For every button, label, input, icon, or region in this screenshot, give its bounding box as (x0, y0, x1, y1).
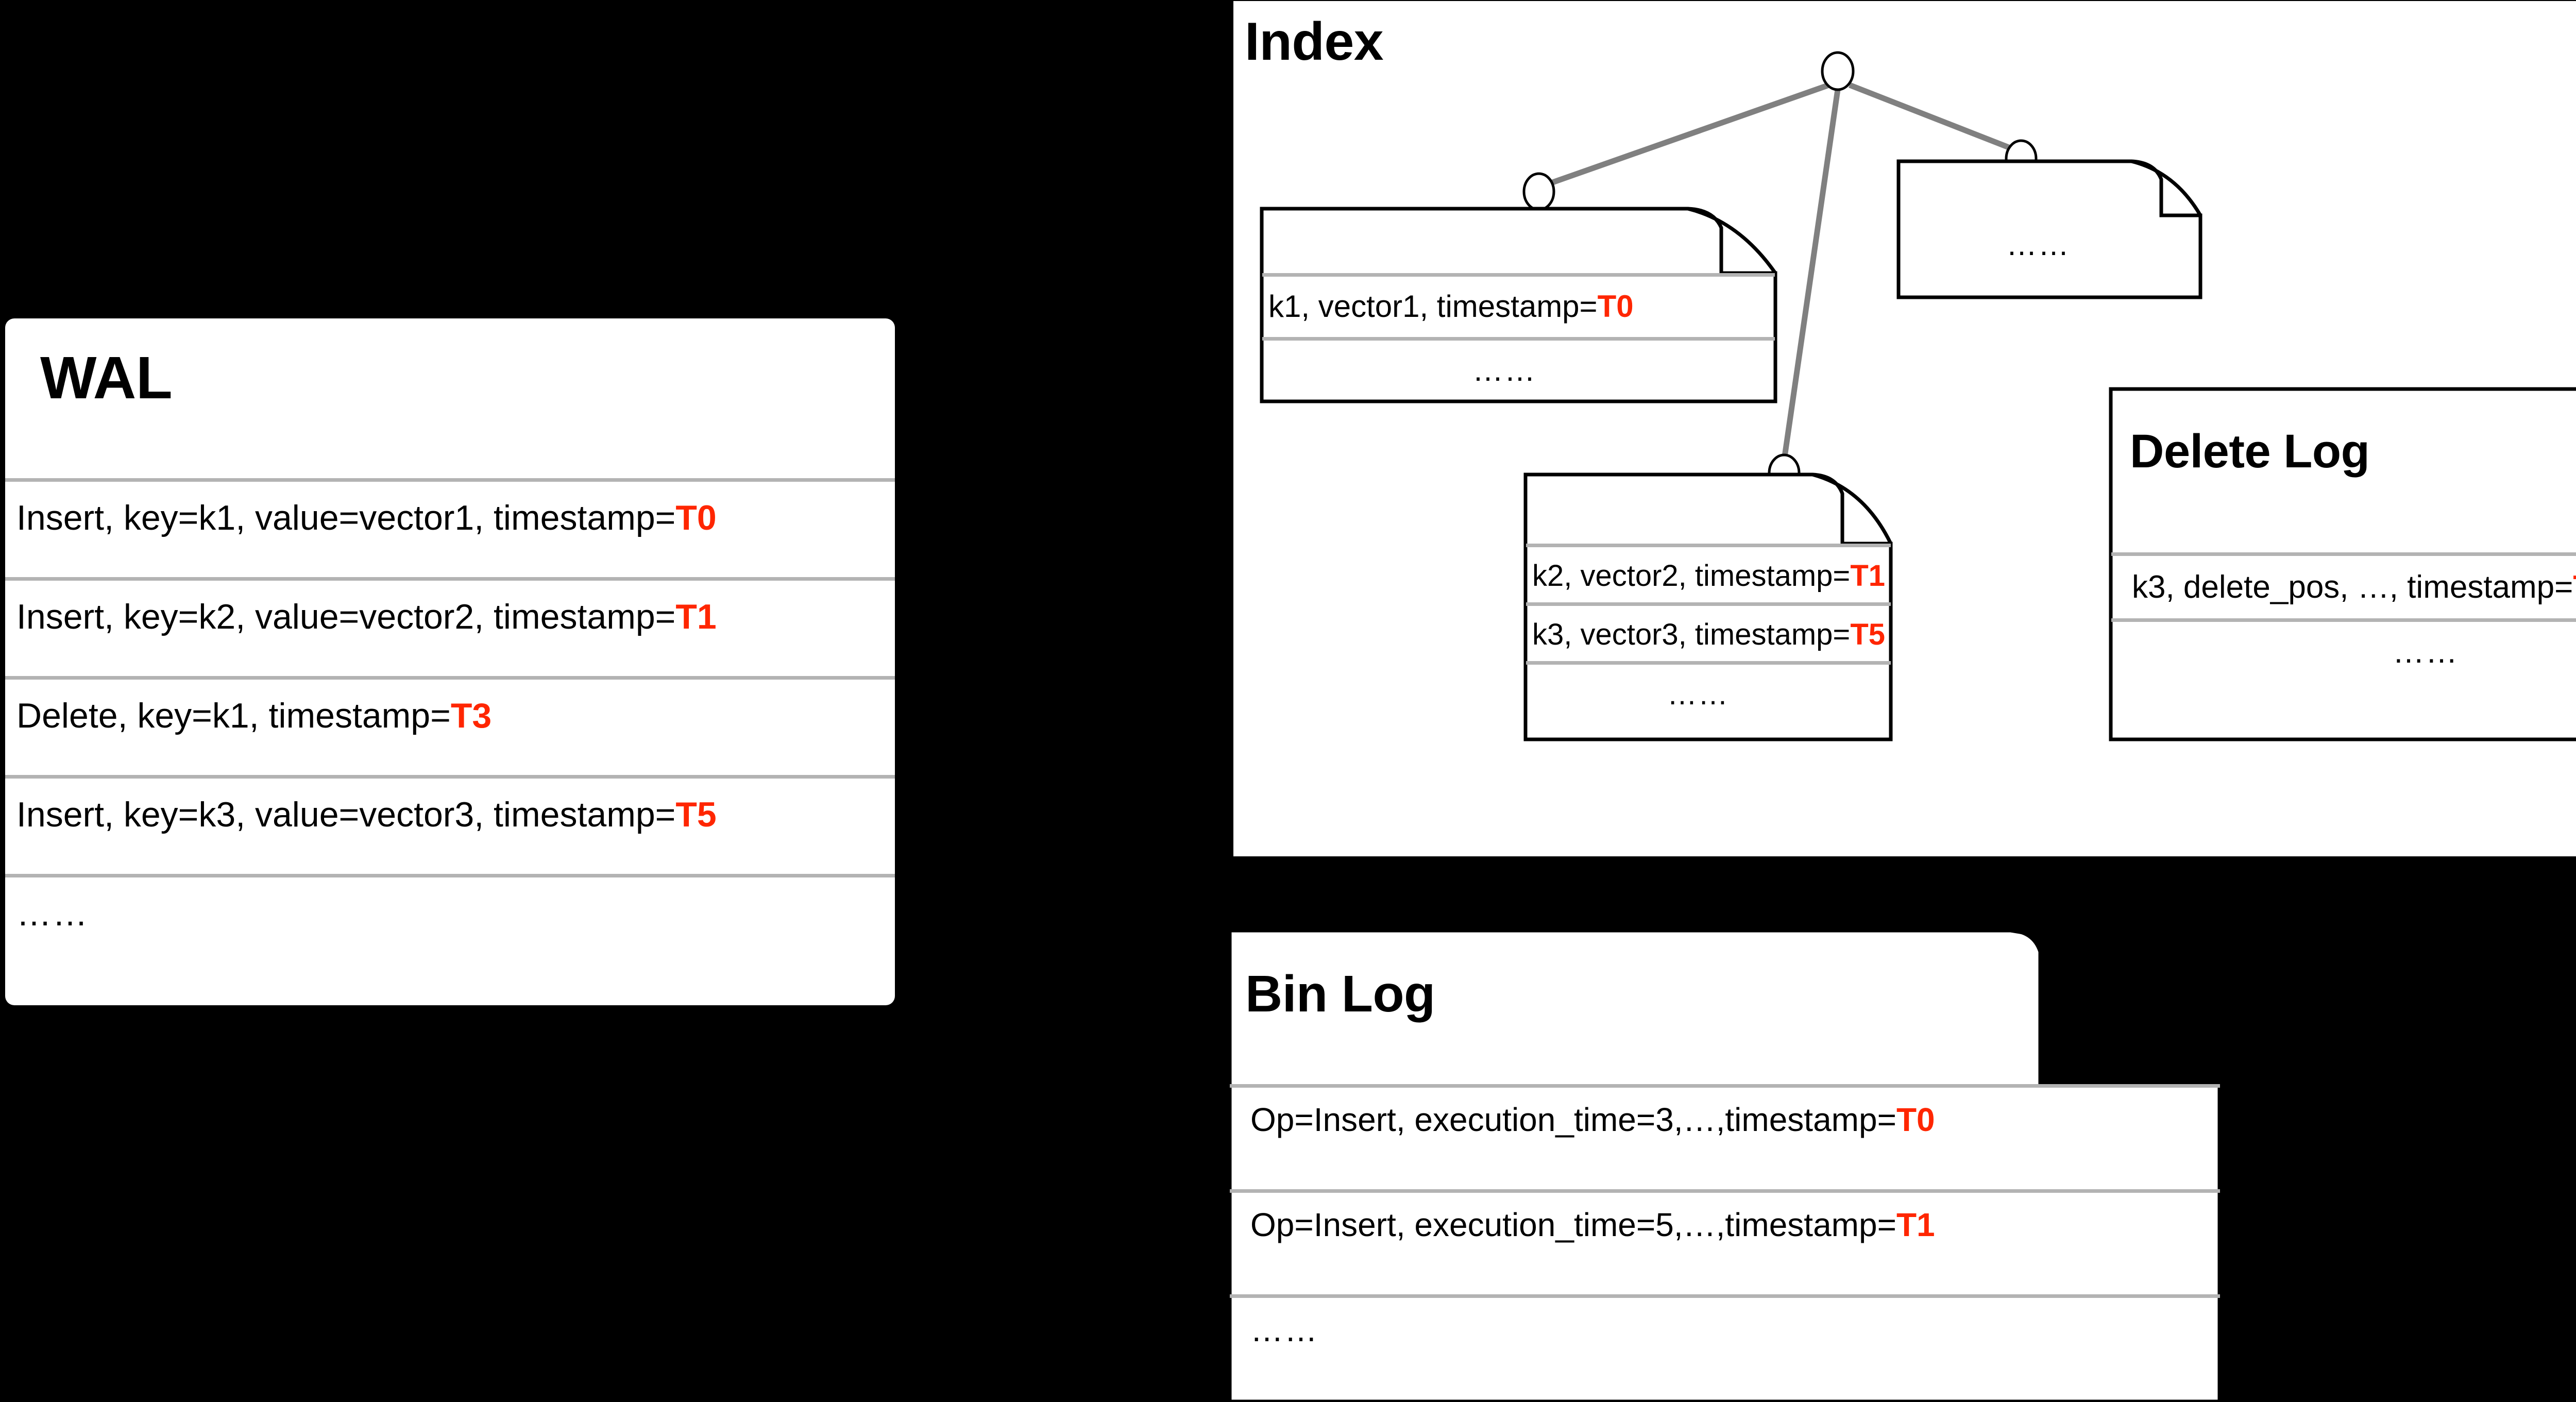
index-leaf-node-right: …… (1896, 159, 2202, 299)
wal-entry-0: Insert, key=k1, value=vector1, timestamp… (16, 498, 717, 538)
index-leaf-k2k3-entry-1-text: k3, vector3, timestamp= (1532, 618, 1851, 651)
index-leaf-k2k3-separator (1526, 544, 1891, 547)
index-leaf-k2k3-entry-0-text: k2, vector2, timestamp= (1532, 559, 1851, 593)
index-leaf-k2k3-separator (1526, 602, 1891, 606)
bin-log-separator (1230, 1084, 2220, 1088)
tree-edge-root-to-left (1546, 82, 1830, 188)
index-leaf-k1-separator (1262, 273, 1775, 277)
index-leaf-k1-entry-0: k1, vector1, timestamp=T0 (1268, 289, 1634, 324)
wal-panel: WAL Insert, key=k1, value=vector1, times… (5, 318, 895, 1005)
bin-log-entry-1-text: Op=Insert, execution_time=5,…,timestamp= (1250, 1206, 1896, 1243)
delete-log-node: Delete Log k3, delete_pos, …, timestamp=… (2109, 387, 2576, 741)
wal-title: WAL (40, 344, 173, 411)
index-leaf-k2k3-separator (1526, 661, 1891, 665)
index-panel: Index k1, vector1, timestamp=T0 …… (1233, 1, 2576, 856)
wal-separator (5, 874, 895, 877)
bin-log-panel: Bin Log Op=Insert, execution_time=3,…,ti… (1227, 927, 2223, 1402)
tree-edge-root-to-mid (1782, 89, 1841, 457)
bin-log-entry-0-timestamp: T0 (1896, 1101, 1935, 1138)
index-leaf-k1-entry-0-text: k1, vector1, timestamp= (1268, 289, 1598, 324)
wal-entry-2: Delete, key=k1, timestamp=T3 (16, 696, 492, 736)
bin-log-entry-0-text: Op=Insert, execution_time=3,…,timestamp= (1250, 1101, 1896, 1138)
index-leaf-k2k3-entry-0-timestamp: T1 (1850, 559, 1885, 593)
wal-entry-2-timestamp: T3 (450, 696, 492, 735)
delete-log-outline (2109, 387, 2576, 741)
wal-entry-3: Insert, key=k3, value=vector3, timestamp… (16, 795, 717, 835)
wal-entry-0-timestamp: T0 (675, 498, 717, 537)
bin-log-entry-2: …… (1250, 1311, 1318, 1348)
index-leaf-k2k3-outline (1523, 472, 1893, 741)
tree-node-left-child (1522, 172, 1555, 211)
bin-log-entry-0: Op=Insert, execution_time=3,…,timestamp=… (1250, 1101, 1935, 1139)
wal-separator (5, 577, 895, 581)
index-leaf-node-k2k3: k2, vector2, timestamp=T1 k3, vector3, t… (1523, 472, 1893, 741)
index-leaf-k2k3-entry-1: k3, vector3, timestamp=T5 (1532, 617, 1885, 652)
delete-log-separator (2111, 618, 2576, 622)
wal-separator (5, 775, 895, 779)
tree-edge-root-to-right (1848, 82, 2013, 151)
wal-entry-1-timestamp: T1 (675, 597, 717, 636)
delete-log-title: Delete Log (2130, 425, 2370, 478)
index-title: Index (1245, 12, 1384, 72)
index-leaf-k1-outline (1260, 207, 1777, 403)
bin-log-separator (1230, 1189, 2220, 1193)
bin-log-outline (1227, 927, 2223, 1402)
index-leaf-k1-entry-1: …… (1472, 353, 1536, 387)
index-leaf-k1-entry-0-timestamp: T0 (1597, 289, 1634, 324)
index-leaf-right-entry-0: …… (2006, 227, 2070, 262)
bin-log-entry-1-timestamp: T1 (1896, 1206, 1935, 1243)
index-leaf-k2k3-entry-2: …… (1667, 678, 1729, 711)
delete-log-entry-0-text: k3, delete_pos, …, timestamp= (2132, 569, 2573, 605)
wal-separator (5, 676, 895, 680)
delete-log-entry-1: …… (2393, 634, 2459, 670)
tree-node-root (1821, 51, 1855, 91)
delete-log-entry-0-timestamp: T3 (2573, 569, 2576, 605)
wal-entry-3-timestamp: T5 (675, 795, 717, 834)
delete-log-separator (2111, 552, 2576, 556)
index-leaf-k1-separator (1262, 337, 1775, 341)
index-leaf-node-k1: k1, vector1, timestamp=T0 …… (1260, 207, 1777, 403)
index-leaf-k2k3-entry-0: k2, vector2, timestamp=T1 (1532, 559, 1885, 593)
wal-entry-4: …… (16, 894, 89, 933)
wal-entry-3-text: Insert, key=k3, value=vector3, timestamp… (16, 795, 676, 834)
wal-entry-1: Insert, key=k2, value=vector2, timestamp… (16, 597, 717, 637)
bin-log-title: Bin Log (1245, 965, 1435, 1023)
index-leaf-right-outline (1896, 159, 2202, 299)
wal-entry-1-text: Insert, key=k2, value=vector2, timestamp… (16, 597, 676, 636)
delete-log-entry-0: k3, delete_pos, …, timestamp=T3 (2132, 569, 2576, 605)
index-leaf-k2k3-entry-1-timestamp: T5 (1850, 618, 1885, 651)
bin-log-separator (1230, 1294, 2220, 1298)
bin-log-entry-1: Op=Insert, execution_time=5,…,timestamp=… (1250, 1206, 1935, 1244)
wal-entry-0-text: Insert, key=k1, value=vector1, timestamp… (16, 498, 676, 537)
wal-separator (5, 478, 895, 482)
wal-entry-2-text: Delete, key=k1, timestamp= (16, 696, 451, 735)
